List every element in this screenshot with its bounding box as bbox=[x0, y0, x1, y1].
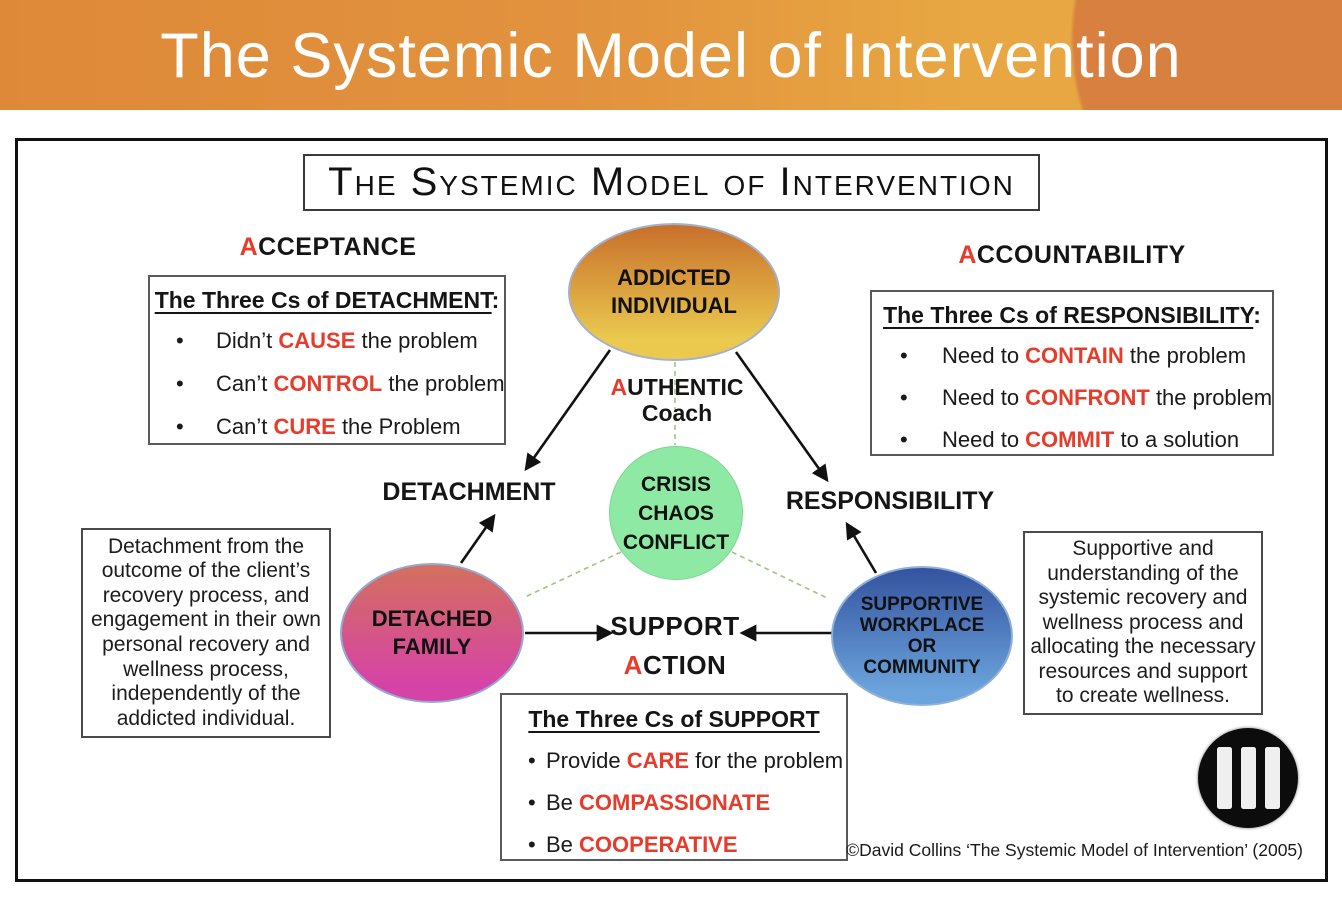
action-rest: CTION bbox=[642, 650, 727, 680]
diagram-title: The Systemic Model of Intervention bbox=[328, 160, 1015, 204]
action-first-letter: A bbox=[623, 650, 643, 680]
action-label: ACTION bbox=[575, 650, 775, 681]
list-item: Can’t CURE the Problem bbox=[176, 414, 504, 440]
banner-title: The Systemic Model of Intervention bbox=[160, 21, 1182, 91]
copyright-text: ©David Collins ‘The Systemic Model of In… bbox=[846, 840, 1303, 860]
logo-bar bbox=[1216, 747, 1232, 809]
list-item: Need to CONTAIN the problem bbox=[900, 343, 1272, 369]
list-item: Be COMPASSIONATE bbox=[528, 790, 846, 816]
list-item: Need to COMMIT to a solution bbox=[900, 427, 1272, 453]
three-cs-support-heading: The Three Cs of SUPPORT bbox=[528, 706, 820, 732]
authentic-first-letter: A bbox=[610, 374, 628, 400]
dashed-link-crisis-to-family bbox=[524, 551, 622, 598]
header-banner: The Systemic Model of Intervention bbox=[0, 0, 1342, 110]
node-detached-family: DETACHED FAMILY bbox=[340, 563, 524, 703]
arrow-family-to-detachment bbox=[459, 513, 496, 564]
three-cs-detachment-heading: The Three Cs of DETACHMENT: bbox=[154, 287, 500, 313]
list-item: Need to CONFRONT the problem bbox=[900, 385, 1272, 411]
node-addicted-individual: ADDICTED INDIVIDUAL bbox=[568, 223, 780, 361]
arrow-workplace-to-responsibility bbox=[845, 521, 878, 574]
three-bars-logo bbox=[1198, 728, 1298, 828]
accountability-first-letter: A bbox=[958, 241, 977, 269]
dashed-link-crisis-to-workplace bbox=[731, 551, 828, 599]
workplace-description-text: Supportive and understanding of the syst… bbox=[1030, 536, 1256, 708]
list-item: Didn’t CAUSE the problem bbox=[176, 328, 504, 354]
acceptance-first-letter: A bbox=[239, 233, 259, 261]
diagram-frame: The Systemic Model of Intervention ACCEP… bbox=[15, 138, 1328, 882]
node-supportive-workplace: SUPPORTIVE WORKPLACE OR COMMUNITY bbox=[831, 566, 1013, 706]
acceptance-heading: ACCEPTANCE bbox=[178, 233, 478, 262]
authentic-rest: UTHENTIC bbox=[627, 374, 744, 400]
acceptance-rest: CCEPTANCE bbox=[258, 233, 417, 261]
workplace-description-box: Supportive and understanding of the syst… bbox=[1023, 531, 1263, 715]
accountability-heading: ACCOUNTABILITY bbox=[922, 241, 1222, 270]
logo-bar bbox=[1240, 747, 1256, 809]
responsibility-label: RESPONSIBILITY bbox=[785, 487, 995, 515]
list-item: Provide CARE for the problem bbox=[528, 748, 846, 774]
logo-bar bbox=[1264, 747, 1280, 809]
three-cs-detachment-box: The Three Cs of DETACHMENT: Didn’t CAUSE… bbox=[148, 275, 506, 445]
list-item: Be COOPERATIVE bbox=[528, 832, 846, 858]
list-item: Can’t CONTROL the problem bbox=[176, 371, 505, 397]
three-cs-responsibility-heading: The Three Cs of RESPONSIBILITY: bbox=[883, 302, 1261, 328]
accountability-rest: CCOUNTABILITY bbox=[976, 241, 1186, 269]
authentic-label: AUTHENTIC Coach bbox=[557, 374, 797, 426]
detachment-description-text: Detachment from the outcome of the clien… bbox=[91, 534, 321, 730]
support-label: SUPPORT bbox=[610, 611, 740, 641]
detachment-description-box: Detachment from the outcome of the clien… bbox=[81, 528, 331, 738]
diagram-title-box: The Systemic Model of Intervention bbox=[303, 154, 1040, 211]
coach-label: Coach bbox=[641, 400, 713, 426]
three-cs-responsibility-box: The Three Cs of RESPONSIBILITY: Need to … bbox=[870, 290, 1274, 456]
node-crisis-chaos-conflict: CRISIS CHAOS CONFLICT bbox=[609, 446, 743, 580]
detachment-label: DETACHMENT bbox=[382, 478, 556, 506]
three-cs-support-box: The Three Cs of SUPPORT Provide CARE for… bbox=[500, 693, 848, 861]
